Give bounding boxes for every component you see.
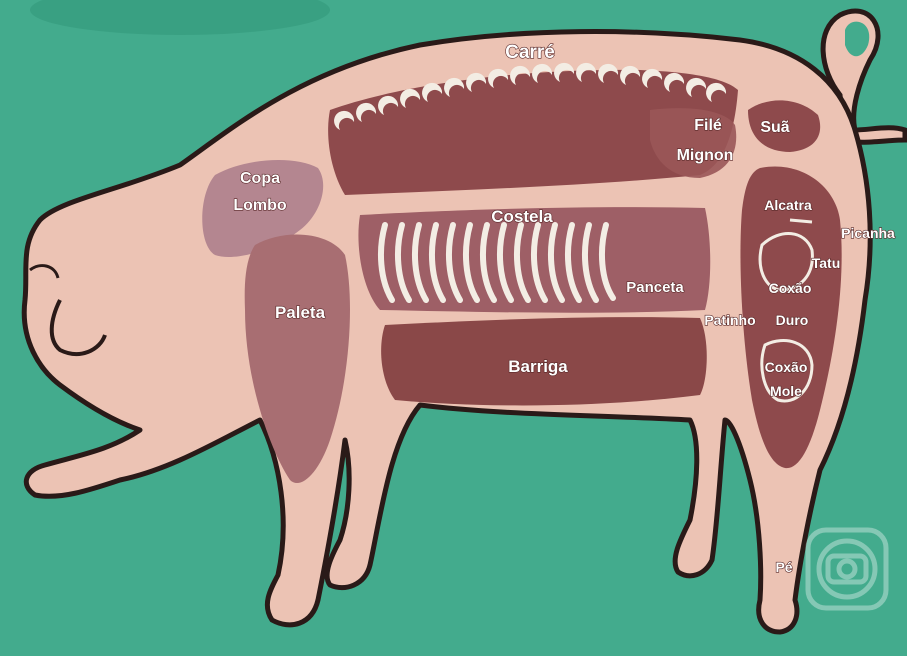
label-alcatra: Alcatra — [764, 197, 812, 213]
label-picanha: Picanha — [841, 225, 895, 241]
label-copa-lombo-2: Lombo — [233, 197, 287, 214]
cut-tatu-marker — [790, 220, 812, 222]
label-carre: Carré — [505, 42, 555, 63]
label-coxao-mole-2: Mole — [770, 383, 802, 399]
label-sua: Suã — [760, 119, 789, 136]
label-file-mignon-1: Filé — [694, 117, 722, 134]
label-barriga: Barriga — [508, 357, 568, 376]
label-file-mignon-2: Mignon — [677, 147, 734, 164]
label-coxao-duro-1: Coxão — [769, 280, 812, 296]
label-patinho: Patinho — [704, 312, 755, 328]
label-tatu: Tatu — [812, 255, 841, 271]
label-coxao-mole-1: Coxão — [765, 359, 808, 375]
label-copa-lombo-1: Copa — [240, 170, 280, 187]
label-pe: Pé — [775, 559, 792, 575]
label-costela: Costela — [491, 207, 553, 226]
label-coxao-duro-2: Duro — [776, 312, 809, 328]
label-paleta: Paleta — [275, 303, 326, 322]
label-panceta: Panceta — [626, 279, 684, 296]
